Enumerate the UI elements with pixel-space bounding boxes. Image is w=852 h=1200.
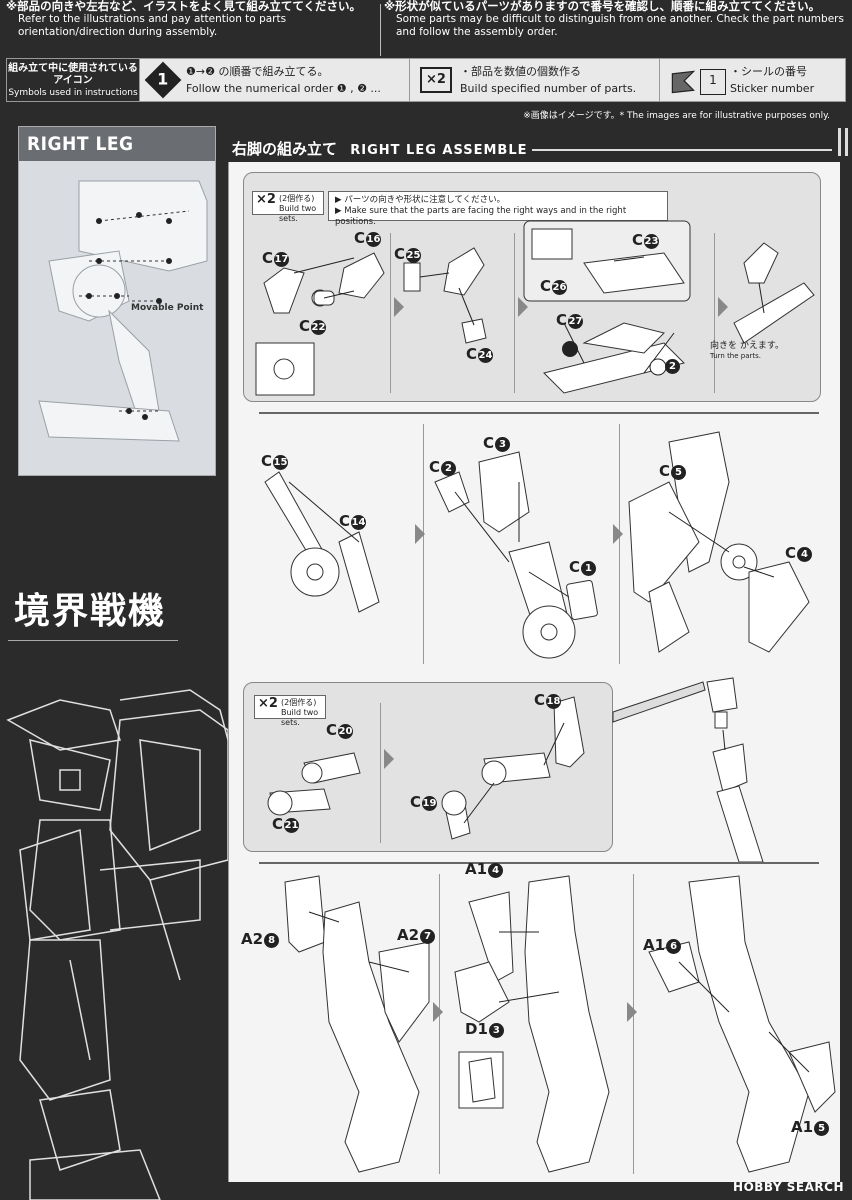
step4-divider-1 (439, 874, 440, 1174)
header-divider (380, 4, 381, 56)
step1-parts-illustration (255, 220, 815, 396)
legend-x2-cell: ×2 ・部品を数値の個数作る Build specified number of… (409, 59, 659, 101)
right-leg-preview-illustration (38, 180, 208, 442)
step-separator-2 (259, 862, 819, 864)
step4-divider-2 (633, 874, 634, 1174)
header-left-note: ※部品の向きや左右など、イラストをよく見て組み立ててください。 Refer to… (6, 0, 378, 60)
sticker-jp: ・シールの番号 (730, 65, 807, 78)
header-right-en: Some parts may be difficult to distingui… (396, 13, 844, 38)
step2-divider-1 (423, 424, 424, 664)
header-left-jp: ※部品の向きや左右など、イラストをよく見て組み立ててください。 (6, 0, 362, 13)
movable-point-label: Movable Point (131, 303, 204, 313)
order-badge-icon: 1 (144, 61, 182, 99)
step1-divider-1 (390, 233, 391, 393)
step1-divider-2 (514, 233, 515, 393)
section-bars-icon (838, 128, 848, 156)
step2-parts-illustration (264, 431, 810, 659)
assembly-sheet: ×2 (2個作る) Build two sets. ▶ パーツの向きや形状に注意… (228, 162, 840, 1182)
warning-jp: ▶ パーツの向きや形状に注意してください。 (335, 195, 506, 205)
order-en: Follow the numerical order ❶ , ❷ ... (186, 82, 381, 95)
legend-lead-en: Symbols used in instructions (8, 88, 138, 98)
x2-jp: ・部品を数値の個数作る (460, 65, 581, 78)
illustration-note: ※画像はイメージです。* The images are for illustra… (523, 111, 830, 121)
logo-underline (8, 640, 178, 641)
hobby-search-watermark: HOBBY SEARCH (733, 1180, 844, 1194)
step2-divider-2 (619, 424, 620, 664)
legend-lead: 組み立て中に使用されているアイコン Symbols used in instru… (7, 59, 139, 101)
step3-parts-illustration (267, 696, 585, 840)
sticker-flag-icon (671, 70, 696, 94)
header-right-jp: ※形状が似ているパーツがありますので番号を確認し、順番に組み立ててください。 (384, 0, 821, 13)
step1-next-arrow-3 (718, 297, 728, 317)
step1-panel: ×2 (2個作る) Build two sets. ▶ パーツの向きや形状に注意… (243, 172, 821, 402)
legend-sticker-cell: 1 ・シールの番号 Sticker number (659, 59, 845, 101)
section-title-jp: 右脚の組み立て (232, 140, 338, 158)
x2-en: Build specified number of parts. (460, 82, 637, 95)
step3-next-arrow (384, 749, 394, 769)
warning-en: ▶ Make sure that the parts are facing th… (335, 206, 627, 227)
section-title-en: RIGHT LEG ASSEMBLE (350, 143, 528, 158)
step4-parts-illustration (284, 875, 836, 1173)
step2-next-arrow-1 (415, 524, 425, 544)
turn-en: Turn the parts. (710, 352, 762, 360)
section-title: 右脚の組み立て RIGHT LEG ASSEMBLE (232, 138, 528, 159)
step1-warning-box: ▶ パーツの向きや形状に注意してください。 ▶ Make sure that t… (328, 191, 668, 227)
header-left-en: Refer to the illustrations and pay atten… (18, 13, 287, 38)
robot-lineart-illustration (6, 689, 229, 1200)
step1-x2-tag: ×2 (2個作る) Build two sets. (252, 191, 324, 223)
step3-x2-tag: ×2 (2個作る) Build two sets. (254, 695, 326, 727)
arrow-2-label: 2 (664, 359, 680, 374)
step2-next-arrow-2 (613, 524, 623, 544)
right-leg-panel: RIGHT LEG (18, 126, 216, 476)
series-logo: 境界戦機 (14, 590, 167, 632)
sticker-number-box: 1 (700, 69, 726, 95)
step1-divider-3 (714, 233, 715, 393)
step1-next-arrow-1 (394, 297, 404, 317)
step3-divider (380, 703, 381, 843)
step1-next-arrow-2 (518, 297, 528, 317)
right-leg-title: RIGHT LEG (19, 127, 215, 161)
legend-lead-jp: 組み立て中に使用されているアイコン (8, 63, 138, 86)
icon-legend: 組み立て中に使用されているアイコン Symbols used in instru… (6, 58, 846, 102)
legend-order-cell: 1 ❶→❷ の順番で組み立てる。 Follow the numerical or… (139, 59, 409, 101)
order-jp: ❶→❷ の順番で組み立てる。 (186, 65, 329, 78)
step-separator-1 (259, 412, 819, 414)
step3-callout-illustration (612, 677, 764, 863)
x2-badge-icon: ×2 (420, 67, 452, 93)
turn-jp: 向きを かえます。 (710, 341, 784, 351)
step4-next-arrow-2 (627, 1002, 637, 1022)
section-title-rule (532, 149, 832, 151)
step4-next-arrow-1 (433, 1002, 443, 1022)
header-right-note: ※形状が似ているパーツがありますので番号を確認し、順番に組み立ててください。 S… (384, 0, 850, 60)
turn-parts-note: 向きを かえます。 Turn the parts. (710, 341, 784, 361)
sticker-en: Sticker number (730, 82, 815, 95)
